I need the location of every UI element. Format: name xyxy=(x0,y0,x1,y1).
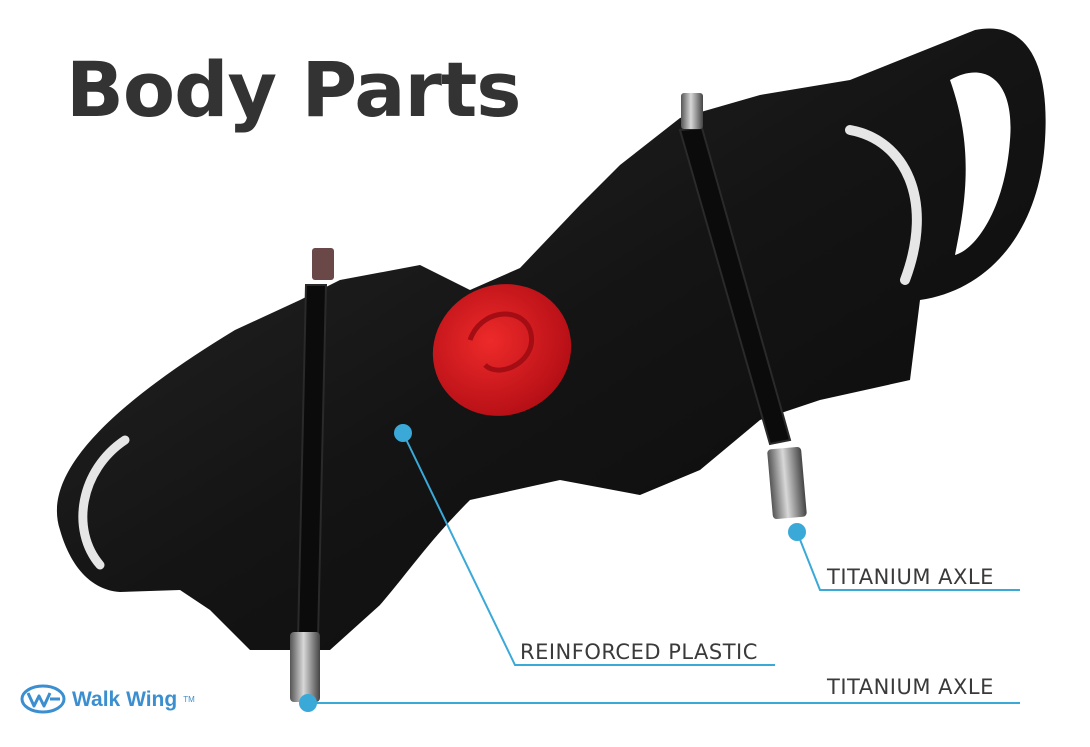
brand-logo: Walk Wing TM xyxy=(20,684,195,714)
brand-trademark: TM xyxy=(183,694,195,704)
front-axle-bottom-stub xyxy=(290,632,320,702)
walkwing-logo-icon xyxy=(20,684,66,714)
heel-loop-opening xyxy=(950,72,1011,255)
callout-line-plastic xyxy=(402,432,775,666)
badge-emboss-mark xyxy=(467,311,535,373)
front-axle-top-stub xyxy=(312,248,334,280)
page-title: Body Parts xyxy=(66,45,522,134)
rear-axle-bottom-stub xyxy=(767,446,807,520)
callout-dot-axle-bottom xyxy=(299,694,317,712)
brand-name: Walk Wing xyxy=(72,687,178,711)
callout-label-axle-top: TITANIUM AXLE xyxy=(827,565,994,589)
callout-line-axle-top xyxy=(796,531,1020,591)
callout-dot-axle-top xyxy=(788,523,806,541)
callout-label-plastic: REINFORCED PLASTIC xyxy=(520,640,758,664)
tread-strip-rear xyxy=(845,125,922,285)
tread-strip-front xyxy=(78,435,130,570)
rear-axle-top-stub xyxy=(681,93,703,129)
callout-label-axle-bottom: TITANIUM AXLE xyxy=(827,675,994,699)
callout-dot-plastic xyxy=(394,424,412,442)
red-logo-badge xyxy=(432,284,572,416)
callout-lines xyxy=(308,432,1020,704)
